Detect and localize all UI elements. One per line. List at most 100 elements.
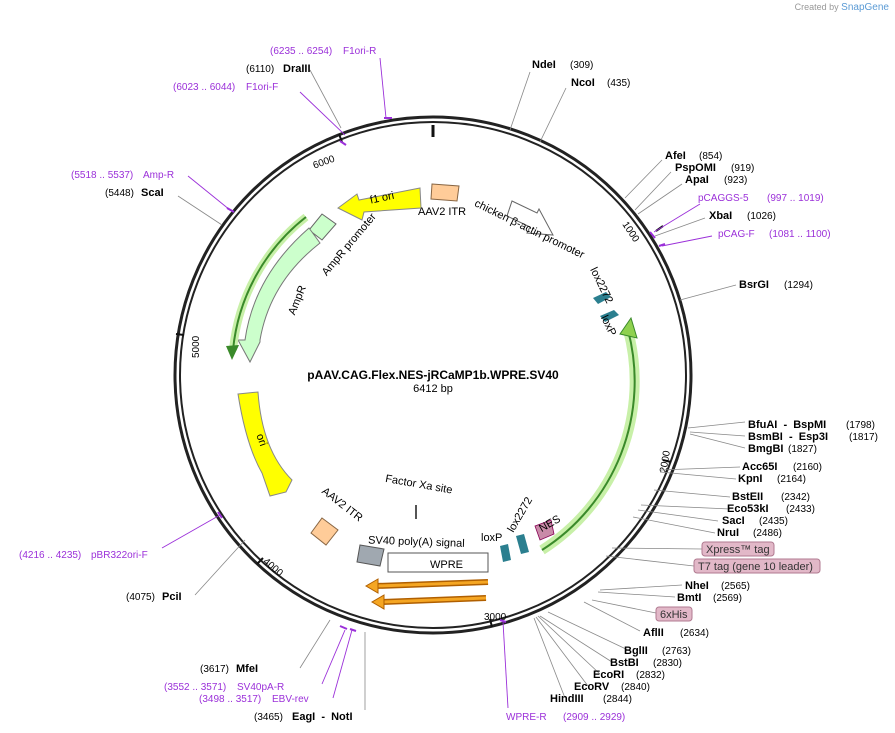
tick-label-3000: 3000 (484, 612, 507, 623)
enzyme-bglii[interactable]: BglII (624, 645, 648, 657)
tick-label-2000: 2000 (658, 450, 673, 474)
snapgene-logo: SnapGene (841, 2, 889, 13)
enzyme-xbai-pos: (1026) (747, 211, 776, 222)
enzyme-draiii[interactable]: DraIII (283, 63, 311, 75)
enzyme-bstbi-pos: (2830) (653, 658, 682, 669)
enzyme-bmti[interactable]: BmtI (677, 592, 701, 604)
ori-feature[interactable] (237, 391, 293, 497)
enzyme-nhei[interactable]: NheI (685, 580, 709, 592)
enzyme-kpni-pos: (2164) (777, 474, 806, 485)
chicken-beta-actin-promoter-feature[interactable] (506, 200, 554, 236)
enzyme-aflii-pos: (2634) (680, 628, 709, 639)
primer-leader-lines (161, 57, 713, 709)
t7-tag-label: T7 tag (gene 10 leader) (698, 561, 813, 573)
enzyme-apai[interactable]: ApaI (685, 174, 709, 186)
enzyme-scai-pos: (5448) (105, 188, 134, 199)
enzyme-ndei[interactable]: NdeI (532, 59, 556, 71)
enzyme-mfei[interactable]: MfeI (236, 663, 258, 675)
primer-f1ori-r[interactable]: F1ori-R (343, 46, 376, 57)
enzyme-xbai[interactable]: XbaI (709, 210, 732, 222)
enzyme-afei[interactable]: AfeI (665, 150, 686, 162)
enzyme-bfuai-bspmi-pos: (1798) (846, 420, 875, 431)
enzyme-nrui[interactable]: NruI (717, 527, 739, 539)
wpre-label: WPRE (430, 559, 463, 571)
primer-pcag-f[interactable]: pCAG-F (718, 229, 755, 240)
enzyme-eagi-noti-pos: (3465) (254, 712, 283, 723)
enzyme-kpni[interactable]: KpnI (738, 473, 762, 485)
wpre-orange-arrow-1-fill (375, 580, 489, 588)
primer-pbr322ori-f[interactable]: pBR322ori-F (91, 550, 148, 561)
snapgene-branding: Created by SnapGene (795, 2, 889, 13)
ampr-promoter-feature[interactable] (308, 213, 337, 241)
enzyme-bsmbi-esp3i-pos: (1817) (849, 432, 878, 443)
primer-labels: (6235 .. 6254) F1ori-R (6023 .. 6044) F1… (19, 46, 831, 723)
primer-wpre-r[interactable]: WPRE-R (506, 712, 547, 723)
factor-xa-site-label: Factor Xa site (384, 473, 453, 497)
lox2272-top-feature[interactable] (593, 292, 611, 304)
enzyme-afei-pos: (854) (699, 151, 722, 162)
enzyme-pspomi-pos: (919) (731, 163, 754, 174)
f1-ori-label: f1 ori (369, 190, 395, 207)
enzyme-pspomi[interactable]: PspOMI (675, 162, 716, 174)
enzyme-pcii[interactable]: PciI (162, 591, 182, 603)
enzyme-bsmbi-esp3i[interactable]: BsmBI - Esp3I (748, 431, 828, 443)
primer-sv40pa-r[interactable]: SV40pA-R (237, 682, 284, 693)
enzyme-ecori[interactable]: EcoRI (593, 669, 624, 681)
aav2-itr-bottom-feature[interactable] (310, 517, 339, 546)
primer-pcaggs-5[interactable]: pCAGGS-5 (698, 193, 749, 204)
enzyme-bsrgi-pos: (1294) (784, 280, 813, 291)
enzyme-ecorv-pos: (2840) (621, 682, 650, 693)
enzyme-saci[interactable]: SacI (722, 515, 745, 527)
enzyme-draiii-pos: (6110) (246, 64, 274, 75)
enzyme-ncoi[interactable]: NcoI (571, 77, 595, 89)
enzyme-bmgbi[interactable]: BmgBI (748, 443, 783, 455)
enzyme-ecorv[interactable]: EcoRV (574, 681, 610, 693)
primer-ebv-rev-range: (3498 .. 3517) (199, 694, 261, 705)
enzyme-eagi-noti[interactable]: EagI - NotI (292, 711, 353, 723)
6xhis-tag-box[interactable] (655, 606, 693, 622)
backbone-inner (179, 121, 687, 629)
enzyme-eco53ki[interactable]: Eco53kI (727, 503, 769, 515)
enzyme-bfuai-bspmi[interactable]: BfuAI - BspMI (748, 419, 826, 431)
f1-ori-feature[interactable] (337, 187, 422, 221)
enzyme-hindiii[interactable]: HindIII (550, 693, 584, 705)
enzyme-saci-pos: (2435) (759, 516, 788, 527)
enzyme-mfei-pos: (3617) (200, 664, 229, 675)
wpre-feature[interactable] (387, 552, 489, 573)
6xhis-tag-label: 6xHis (660, 609, 688, 621)
epitope-tag-features[interactable] (534, 519, 555, 541)
enzyme-acc65i-pos: (2160) (793, 462, 822, 473)
loxp-bottom-feature[interactable] (500, 544, 511, 562)
backbone-outer (173, 115, 693, 635)
enzyme-ndei-pos: (309) (570, 60, 593, 71)
enzyme-scai[interactable]: ScaI (141, 187, 164, 199)
sv40-polya-feature[interactable] (356, 544, 385, 567)
t7-tag-box[interactable] (693, 558, 821, 574)
primer-pcag-f-range: (1081 .. 1100) (769, 229, 831, 240)
enzyme-bsteii[interactable]: BstEII (732, 491, 763, 503)
enzyme-nrui-pos: (2486) (753, 528, 782, 539)
lox2272-bottom-feature[interactable] (516, 534, 529, 554)
enzyme-acc65i[interactable]: Acc65I (742, 461, 777, 473)
enzyme-bstbi[interactable]: BstBI (610, 657, 639, 669)
enzyme-bsrgi[interactable]: BsrGI (739, 279, 769, 291)
primer-marks[interactable] (217, 117, 666, 632)
primer-ebv-rev[interactable]: EBV-rev (272, 694, 309, 705)
wpre-orange-arrowhead-1 (365, 578, 379, 594)
nes-jrcamp1b-cds-arrowhead (619, 316, 638, 339)
enzyme-aflii[interactable]: AflII (643, 627, 664, 639)
loxp-top-feature[interactable] (600, 310, 619, 322)
primer-amp-r-range: (5518 .. 5537) (71, 170, 133, 181)
aav2-itr-top-feature[interactable] (430, 183, 460, 202)
sv40-polya-label: SV40 poly(A) signal (368, 535, 465, 550)
enzyme-nhei-pos: (2565) (721, 581, 750, 592)
loxp-top-label: loxP (598, 314, 618, 339)
xpress-tag-box[interactable] (701, 541, 775, 557)
primer-amp-r[interactable]: Amp-R (143, 170, 174, 181)
enzyme-bglii-pos: (2763) (662, 646, 691, 657)
enzyme-eco53ki-pos: (2433) (786, 504, 815, 515)
ampr-feature[interactable] (237, 227, 321, 364)
wpre-orange-arrowhead-2 (371, 594, 385, 610)
chicken-beta-actin-promoter-label: chicken β-actin promoter (472, 198, 586, 262)
primer-f1ori-f[interactable]: F1ori-F (246, 82, 278, 93)
